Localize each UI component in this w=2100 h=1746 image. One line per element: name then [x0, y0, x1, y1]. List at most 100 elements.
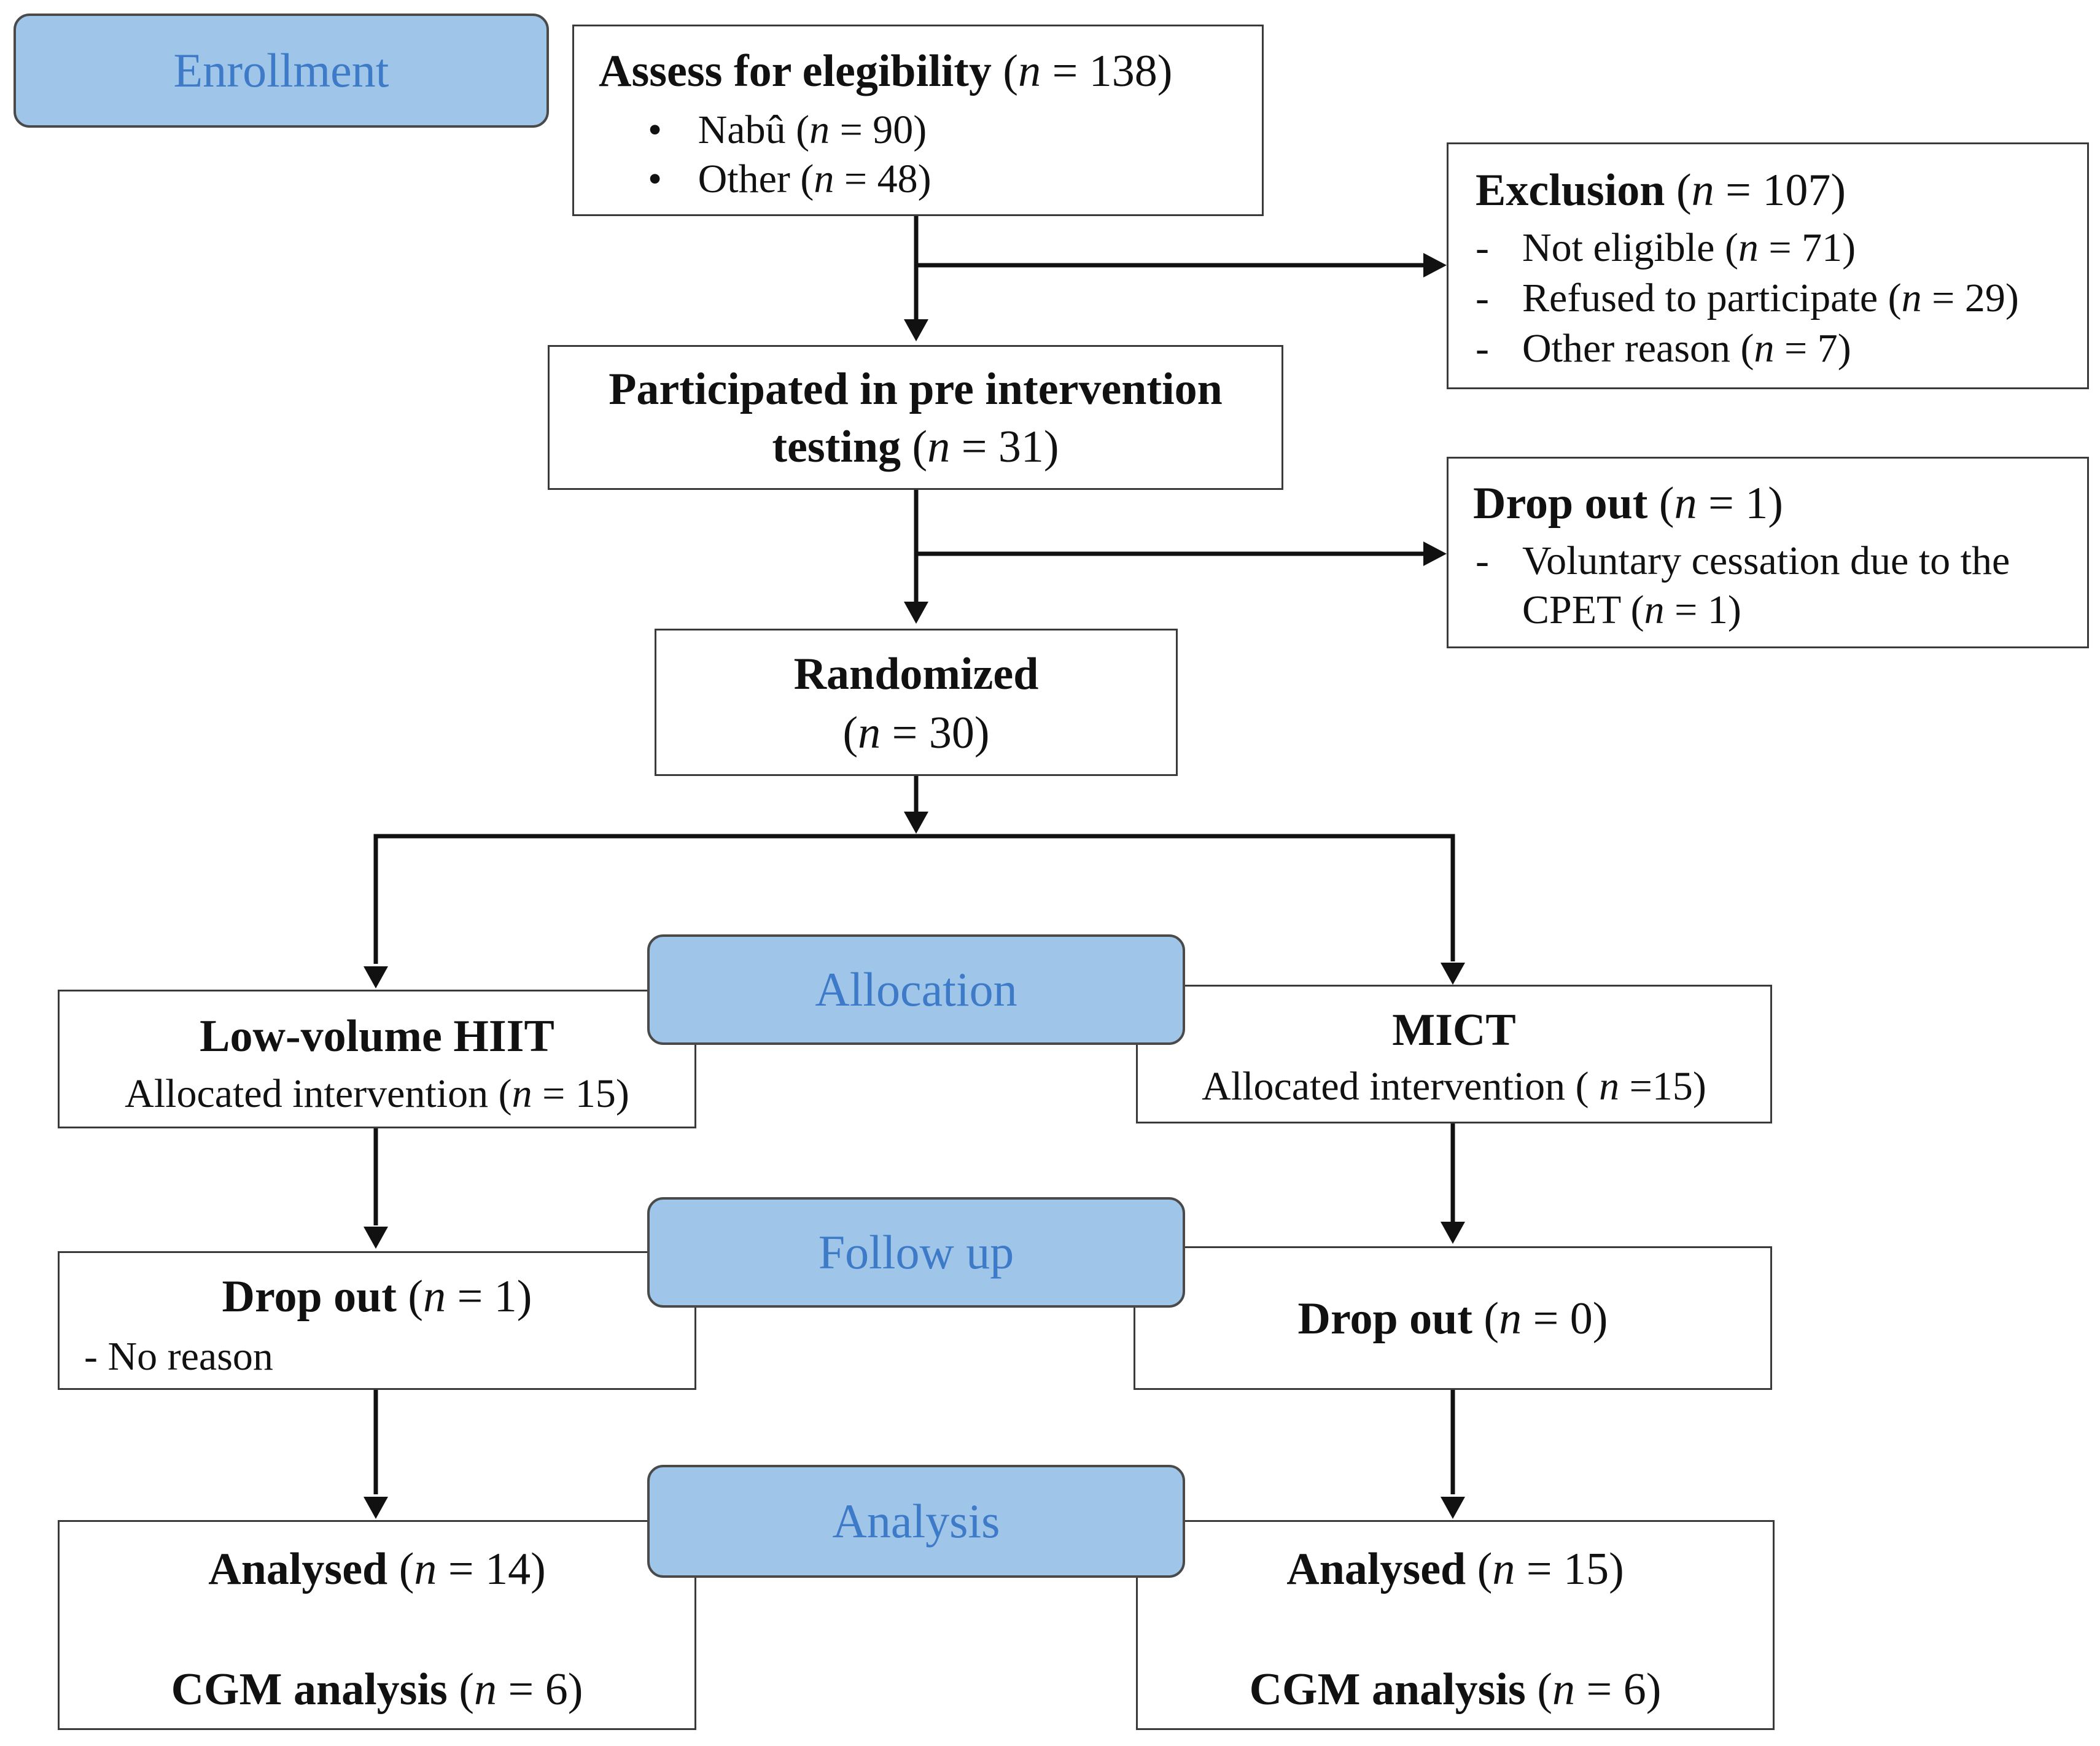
mict-allocated: Allocated intervention ( n =15) [1138, 1066, 1770, 1107]
assess-item-other: • Other (n = 48) [648, 159, 931, 200]
mict-dropout-box: Drop out (n = 0) [1134, 1246, 1772, 1390]
arrowhead-randomized [904, 602, 928, 624]
randomized-n: (n = 30) [656, 710, 1176, 756]
stage-follow-up: Follow up [647, 1197, 1185, 1308]
dropout-pre-reason-line2: CPET (n = 1) [1522, 590, 1741, 630]
exclusion-total-n: (n = 107) [1676, 165, 1846, 215]
bullet: • [648, 107, 663, 152]
hiit-dropout-reason: - No reason [84, 1337, 273, 1377]
pre-testing-line1: Participated in pre intervention [550, 367, 1281, 412]
stage-allocation: Allocation [647, 934, 1185, 1045]
pre-testing-line2: testing (n = 31) [550, 424, 1281, 470]
hiit-dropout-n: (n = 1) [408, 1271, 532, 1322]
branch-line [373, 834, 1455, 859]
exclusion-title-text: Exclusion [1476, 165, 1665, 215]
pre-testing-title-cont: testing [772, 422, 901, 472]
mict-analysed: Analysed (n = 15) [1138, 1546, 1773, 1592]
mict-allocation-box: MICT Allocated intervention ( n =15) [1136, 985, 1772, 1123]
hiit-title: Low-volume HIIT [60, 1014, 694, 1059]
mict-title-text: MICT [1392, 1005, 1516, 1055]
assess-item-n: (n = 90) [796, 107, 927, 152]
arrowhead-pretest [904, 319, 928, 341]
assess-item-nabu: • Nabû (n = 90) [648, 110, 927, 150]
assess-item-label: Nabû [698, 107, 786, 152]
dropout-pre-reason-cont: CPET [1522, 588, 1621, 632]
exclusion-item-not-eligible: - Not eligible (n = 71) [1476, 225, 1856, 270]
arrowhead-dropout-pre [1423, 541, 1447, 566]
exclusion-item-n: (n = 71) [1724, 225, 1856, 270]
mict-dropout-title-text: Drop out [1297, 1294, 1472, 1344]
mict-allocated-label: Allocated intervention [1202, 1064, 1566, 1109]
mict-analysed-label: Analysed [1286, 1544, 1466, 1594]
hiit-cgm: CGM analysis (n = 6) [60, 1667, 694, 1712]
hiit-analysed-n: (n = 14) [399, 1544, 546, 1594]
stage-follow-up-label: Follow up [818, 1225, 1014, 1279]
arrowhead-hiit [364, 966, 388, 988]
dropout-pre-box: Drop out (n = 1) - Voluntary cessation d… [1447, 457, 2089, 648]
randomized-n-text: (n = 30) [842, 708, 990, 758]
hiit-analysis-box: Analysed (n = 14) CGM analysis (n = 6) [58, 1520, 696, 1730]
randomized-title: Randomized [656, 651, 1176, 697]
exclusion-item-n: (n = 29) [1888, 276, 2019, 320]
exclusion-item-label: Refused to participate [1522, 276, 1878, 320]
dropout-pre-title-text: Drop out [1473, 478, 1648, 529]
arrowhead-hiit-dropout [364, 1227, 388, 1249]
stage-analysis-label: Analysis [832, 1494, 1000, 1548]
stage-allocation-label: Allocation [815, 963, 1017, 1016]
dash: - [1476, 538, 1489, 583]
hiit-dropout-box: Drop out (n = 1) - No reason [58, 1251, 696, 1390]
stage-enrollment: Enrollment [14, 14, 549, 128]
dropout-pre-reason-line1: - Voluntary cessation due to the [1476, 538, 2010, 583]
assess-total-n: (n = 138) [1003, 46, 1173, 96]
exclusion-item-label: Other reason [1522, 326, 1731, 371]
hiit-dropout-title-text: Drop out [222, 1271, 397, 1322]
mict-cgm-label: CGM analysis [1249, 1664, 1526, 1715]
hiit-dropout-title: Drop out (n = 1) [60, 1274, 694, 1319]
hiit-allocated-n: (n = 15) [498, 1071, 629, 1116]
mict-cgm: CGM analysis (n = 6) [1138, 1667, 1773, 1712]
dash: - [1476, 225, 1489, 270]
hiit-analysed-label: Analysed [208, 1544, 388, 1594]
hiit-dropout-reason-text: - No reason [84, 1334, 273, 1379]
pre-testing-title: Participated in pre intervention [609, 364, 1223, 414]
dash: - [1476, 276, 1489, 320]
arrowhead-branch [904, 812, 928, 834]
mict-analysis-box: Analysed (n = 15) CGM analysis (n = 6) [1136, 1520, 1775, 1730]
hiit-title-text: Low-volume HIIT [200, 1011, 554, 1061]
dropout-pre-n: (n = 1) [1659, 478, 1783, 529]
arrowhead-mict-analysed [1441, 1497, 1465, 1519]
dash: - [1476, 326, 1489, 371]
hiit-cgm-n: (n = 6) [459, 1664, 583, 1715]
assess-title: Assess for elegibility (n = 138) [599, 49, 1172, 94]
arrowhead-exclusion [1423, 253, 1447, 277]
randomized-title-text: Randomized [793, 649, 1039, 699]
mict-dropout-title: Drop out (n = 0) [1135, 1296, 1770, 1341]
mict-analysed-n: (n = 15) [1477, 1544, 1624, 1594]
assess-item-label: Other [698, 157, 790, 201]
exclusion-item-refused: - Refused to participate (n = 29) [1476, 276, 2019, 320]
mict-title: MICT [1138, 1007, 1770, 1053]
exclusion-title: Exclusion (n = 107) [1476, 168, 1846, 213]
mict-allocated-n: ( n =15) [1575, 1064, 1706, 1109]
bullet: • [648, 157, 663, 201]
dropout-pre-title: Drop out (n = 1) [1473, 481, 1783, 526]
pre-testing-box: Participated in pre intervention testing… [548, 345, 1283, 490]
hiit-allocation-box: Low-volume HIIT Allocated intervention (… [58, 990, 696, 1128]
assess-title-text: Assess for elegibility [599, 46, 992, 96]
hiit-analysed: Analysed (n = 14) [60, 1546, 694, 1592]
hiit-allocated: Allocated intervention (n = 15) [60, 1074, 694, 1114]
mict-cgm-n: (n = 6) [1537, 1664, 1662, 1715]
exclusion-item-label: Not eligible [1522, 225, 1715, 270]
stage-analysis: Analysis [647, 1465, 1185, 1578]
assess-eligibility-box: Assess for elegibility (n = 138) • Nabû … [572, 25, 1264, 216]
dropout-pre-reason: Voluntary cessation due to the [1522, 538, 2010, 583]
pre-testing-n: (n = 31) [912, 422, 1059, 472]
exclusion-item-other: - Other reason (n = 7) [1476, 326, 1851, 371]
exclusion-box: Exclusion (n = 107) - Not eligible (n = … [1447, 142, 2089, 389]
arrowhead-mict-dropout [1441, 1222, 1465, 1244]
arrowhead-mict [1441, 963, 1465, 985]
mict-dropout-n: (n = 0) [1484, 1294, 1608, 1344]
hiit-allocated-label: Allocated intervention [125, 1071, 489, 1116]
assess-item-n: (n = 48) [800, 157, 931, 201]
